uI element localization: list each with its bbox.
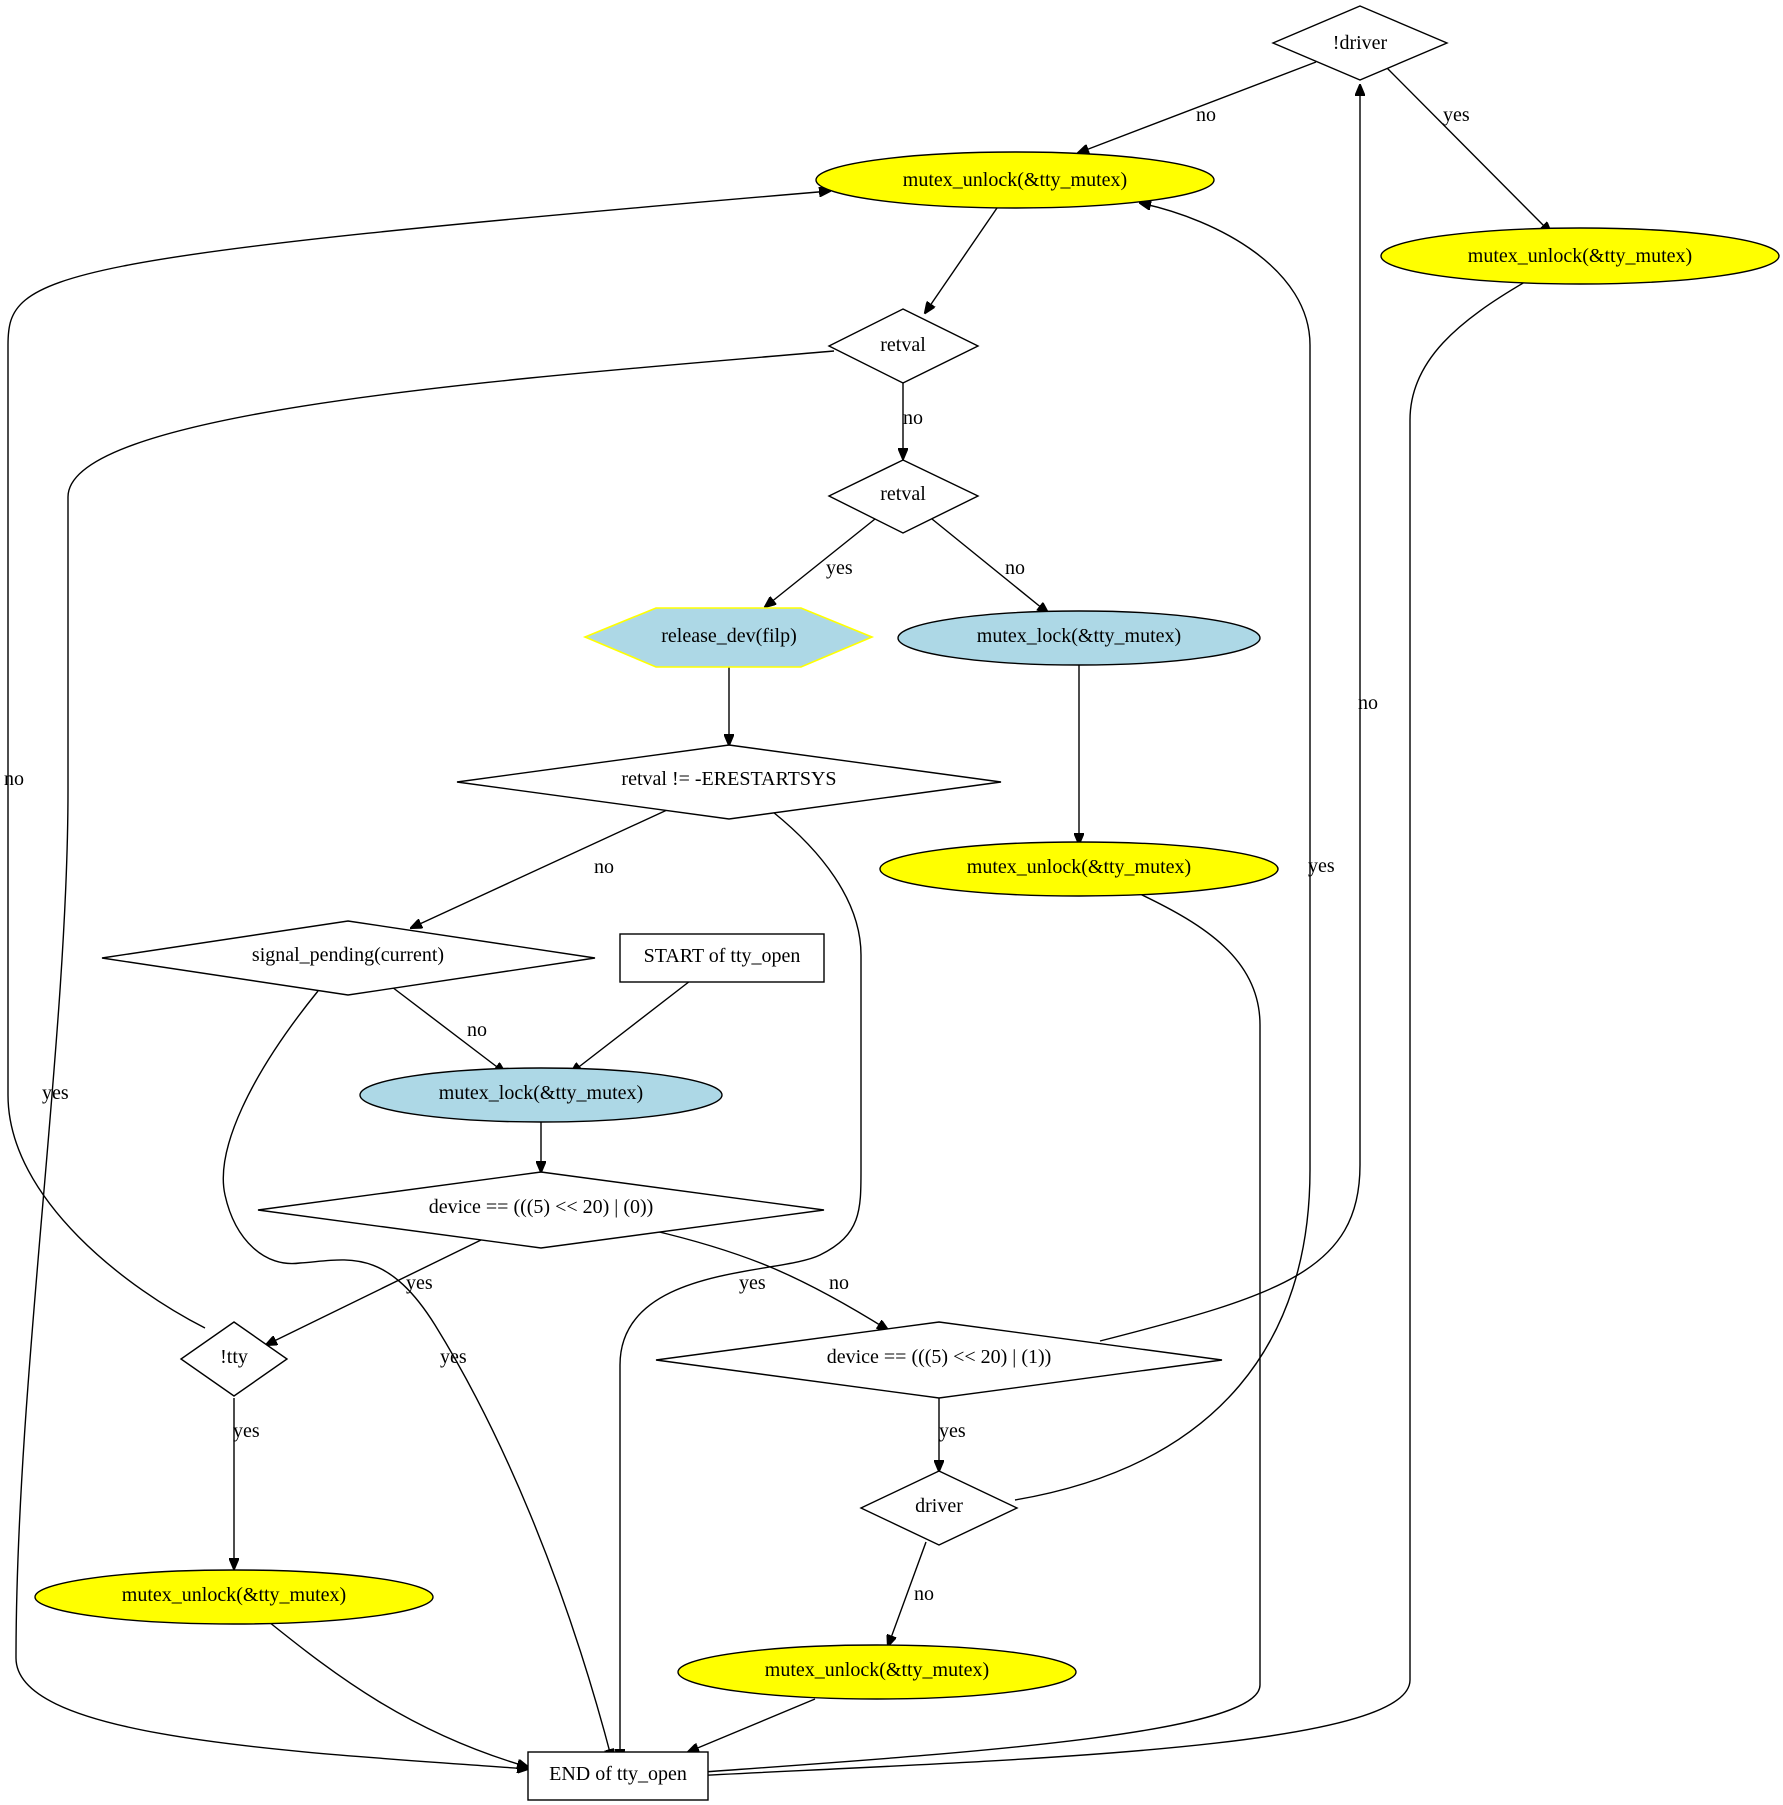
edge-driver-to-unlock-top xyxy=(1014,203,1311,1501)
node-retval-1: retval xyxy=(827,308,980,384)
node-mutex-unlock-left: mutex_unlock(&tty_mutex) xyxy=(34,1569,434,1625)
edge-start-to-lock-start xyxy=(571,980,691,1073)
node-device-1: device == (((5) << 20) | (1)) xyxy=(655,1321,1223,1399)
edge-labels: no yes no yes yes no no yes no yes yes n… xyxy=(4,104,1470,1605)
edge-device-1-to-not-driver xyxy=(1099,85,1360,1342)
edge-label-driver-no: no xyxy=(914,1583,934,1605)
edge-device-0-to-device-1 xyxy=(650,1229,888,1330)
node-mutex-lock-mid: mutex_lock(&tty_mutex) xyxy=(897,610,1261,666)
svg-text:retval: retval xyxy=(880,334,926,356)
node-retval-2: retval xyxy=(827,459,980,534)
node-mutex-unlock-top: mutex_unlock(&tty_mutex) xyxy=(815,151,1215,209)
svg-text:mutex_unlock(&tty_mutex): mutex_unlock(&tty_mutex) xyxy=(1468,245,1692,267)
edge-label-retval-1-yes: yes xyxy=(42,1082,69,1104)
svg-text:!driver: !driver xyxy=(1333,32,1388,54)
edge-driver-to-unlock-bottom xyxy=(888,1541,927,1646)
node-mutex-lock-start: mutex_lock(&tty_mutex) xyxy=(359,1067,723,1123)
svg-text:!tty: !tty xyxy=(220,1346,248,1368)
edge-label-signal-pending-yes: yes xyxy=(440,1346,467,1368)
svg-text:retval != -ERESTARTSYS: retval != -ERESTARTSYS xyxy=(621,768,836,790)
edge-unlock-right-to-end xyxy=(690,281,1526,1776)
edge-label-device-0-yes: yes xyxy=(406,1272,433,1294)
svg-text:device == (((5) << 20) | (1)): device == (((5) << 20) | (1)) xyxy=(827,1346,1052,1368)
svg-text:retval: retval xyxy=(880,483,926,505)
edge-not-driver-to-unlock-top xyxy=(1078,61,1317,153)
edge-unlock-bottom-to-end xyxy=(688,1698,816,1752)
edge-device-0-to-not-tty xyxy=(266,1239,482,1345)
edge-label-driver-yes: yes xyxy=(1308,855,1335,877)
edge-signal-pending-to-lock-start xyxy=(391,986,505,1073)
node-release-dev: release_dev(filp) xyxy=(582,607,875,668)
node-mutex-unlock-right: mutex_unlock(&tty_mutex) xyxy=(1380,227,1780,285)
edge-label-not-tty-no: no xyxy=(4,768,24,790)
node-not-tty: !tty xyxy=(179,1321,289,1397)
edge-label-device-1-yes: yes xyxy=(939,1420,966,1442)
edge-label-device-0-no: no xyxy=(829,1272,849,1294)
svg-text:signal_pending(current): signal_pending(current) xyxy=(252,944,444,966)
edge-retval-2-to-release-dev xyxy=(765,518,876,607)
edge-restartsys-to-signal-pending xyxy=(411,809,668,928)
svg-text:mutex_unlock(&tty_mutex): mutex_unlock(&tty_mutex) xyxy=(967,856,1191,878)
node-not-driver: !driver xyxy=(1271,5,1449,81)
svg-text:release_dev(filp): release_dev(filp) xyxy=(661,625,796,647)
edge-label-not-driver-no: no xyxy=(1196,104,1216,126)
svg-text:mutex_unlock(&tty_mutex): mutex_unlock(&tty_mutex) xyxy=(122,1584,346,1606)
nodes: !driver mutex_unlock(&tty_mutex) mutex_u… xyxy=(34,5,1780,1801)
edge-not-driver-to-unlock-right xyxy=(1386,67,1551,233)
edge-label-signal-pending-no: no xyxy=(467,1019,487,1041)
edge-label-device-1-no: no xyxy=(1358,692,1378,714)
edge-label-restartsys-no: no xyxy=(594,856,614,878)
node-end: END of tty_open xyxy=(527,1751,709,1801)
node-signal-pending: signal_pending(current) xyxy=(101,920,596,996)
edge-unlock-top-to-retval-1 xyxy=(925,207,998,313)
edge-label-not-driver-yes: yes xyxy=(1443,104,1470,126)
edge-signal-pending-to-end xyxy=(222,990,612,1760)
edge-unlock-left-to-end xyxy=(268,1621,528,1767)
edge-unlock-mid-to-end xyxy=(690,893,1261,1773)
svg-text:mutex_lock(&tty_mutex): mutex_lock(&tty_mutex) xyxy=(977,625,1181,647)
edge-label-retval-1-no: no xyxy=(903,407,923,429)
edge-restartsys-to-end xyxy=(620,811,862,1760)
edge-label-not-tty-yes: yes xyxy=(233,1420,260,1442)
svg-text:START of tty_open: START of tty_open xyxy=(644,945,801,967)
svg-text:mutex_unlock(&tty_mutex): mutex_unlock(&tty_mutex) xyxy=(765,1659,989,1681)
edge-not-tty-to-unlock-top xyxy=(7,191,830,1329)
node-mutex-unlock-bottom: mutex_unlock(&tty_mutex) xyxy=(677,1644,1077,1700)
node-mutex-unlock-mid: mutex_unlock(&tty_mutex) xyxy=(879,841,1279,897)
node-restartsys: retval != -ERESTARTSYS xyxy=(456,744,1002,820)
svg-text:END of tty_open: END of tty_open xyxy=(549,1763,687,1785)
edge-label-retval-2-yes: yes xyxy=(826,557,853,579)
edge-label-restartsys-yes: yes xyxy=(739,1272,766,1294)
node-driver: driver xyxy=(859,1470,1019,1546)
svg-text:mutex_unlock(&tty_mutex): mutex_unlock(&tty_mutex) xyxy=(903,169,1127,191)
node-start: START of tty_open xyxy=(619,933,825,983)
edge-label-retval-2-no: no xyxy=(1005,557,1025,579)
edges xyxy=(7,61,1551,1776)
node-device-0: device == (((5) << 20) | (0)) xyxy=(257,1171,825,1249)
edge-retval-2-to-lock-mid xyxy=(931,518,1048,613)
svg-text:driver: driver xyxy=(915,1495,963,1517)
edge-retval-1-to-end xyxy=(15,350,835,1769)
svg-text:mutex_lock(&tty_mutex): mutex_lock(&tty_mutex) xyxy=(439,1082,643,1104)
svg-text:device == (((5) << 20) | (0)): device == (((5) << 20) | (0)) xyxy=(429,1196,654,1218)
